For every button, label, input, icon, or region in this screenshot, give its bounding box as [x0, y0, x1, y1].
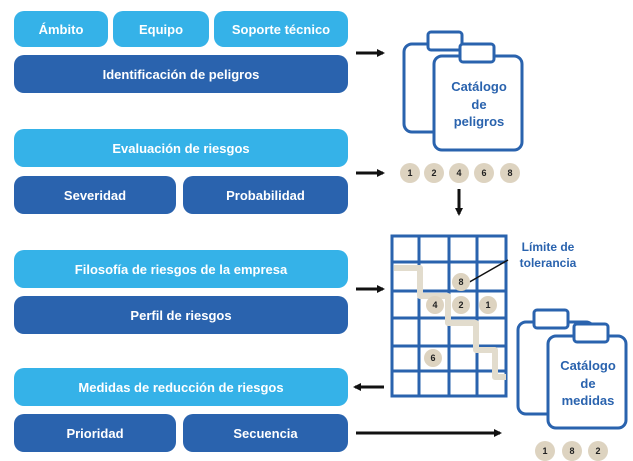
measures-catalog-line3: medidas — [561, 393, 615, 409]
hazard-catalog-icon — [402, 30, 524, 152]
measures-catalog-label: Catálogo de medidas — [552, 357, 624, 410]
tolerance-boundary — [394, 265, 506, 380]
measure-number-circle: 8 — [562, 441, 582, 461]
team-label: Equipo — [138, 21, 184, 37]
probability-label: Probabilidad — [226, 187, 305, 203]
sequence-label: Secuencia — [233, 425, 298, 441]
risk-assessment-box: Evaluación de riesgos — [14, 129, 348, 167]
hazard-number-circle: 4 — [449, 163, 469, 183]
tech-support-label: Soporte técnico — [231, 21, 331, 37]
team-box: Equipo — [113, 11, 209, 47]
tolerance-pointer — [465, 259, 509, 285]
measure-number-circle: 2 — [588, 441, 608, 461]
risk-profile-box: Perfil de riesgos — [14, 296, 348, 334]
hazard-number-circle: 1 — [400, 163, 420, 183]
tech-support-box: Soporte técnico — [214, 11, 348, 47]
matrix-number-circle: 1 — [479, 296, 497, 314]
scope-box: Ámbito — [14, 11, 108, 47]
matrix-number-circle: 4 — [426, 296, 444, 314]
hazard-number-circle: 8 — [500, 163, 520, 183]
hazard-number-circle: 2 — [424, 163, 444, 183]
measures-catalog-line2: de — [580, 375, 596, 391]
hazard-catalog-label: Catálogo de peligros — [440, 78, 518, 131]
risk-reduction-box: Medidas de reducción de riesgos — [14, 368, 348, 406]
measures-catalog-line1: Catálogo — [560, 358, 616, 373]
tolerance-label: Límite de tolerancia — [508, 240, 588, 271]
risk-assessment-label: Evaluación de riesgos — [112, 140, 250, 156]
hazard-identification-box: Identificación de peligros — [14, 55, 348, 93]
matrix-number-circle: 2 — [452, 296, 470, 314]
risk-philosophy-label: Filosofía de riesgos de la empresa — [74, 261, 288, 277]
risk-matrix — [390, 234, 509, 398]
tolerance-label-line2: tolerancia — [519, 255, 577, 270]
scope-label: Ámbito — [38, 21, 84, 37]
measure-number-circle: 1 — [535, 441, 555, 461]
risk-profile-label: Perfil de riesgos — [130, 307, 232, 323]
risk-reduction-label: Medidas de reducción de riesgos — [78, 379, 284, 395]
severity-box: Severidad — [14, 176, 176, 214]
hazard-number-circle: 6 — [474, 163, 494, 183]
hazard-catalog-line1: Catálogo — [451, 79, 507, 94]
matrix-number-circle: 6 — [424, 349, 442, 367]
hazard-catalog-line3: peligros — [453, 114, 505, 130]
measures-catalog-icon — [516, 308, 628, 430]
sequence-box: Secuencia — [183, 414, 348, 452]
severity-label: Severidad — [63, 187, 127, 203]
probability-box: Probabilidad — [183, 176, 348, 214]
hazard-identification-label: Identificación de peligros — [102, 66, 260, 82]
hazard-catalog-line2: de — [471, 96, 487, 112]
risk-philosophy-box: Filosofía de riesgos de la empresa — [14, 250, 348, 288]
priority-label: Prioridad — [66, 425, 124, 441]
priority-box: Prioridad — [14, 414, 176, 452]
tolerance-label-line1: Límite de — [521, 240, 575, 254]
matrix-number-circle: 8 — [452, 273, 470, 291]
